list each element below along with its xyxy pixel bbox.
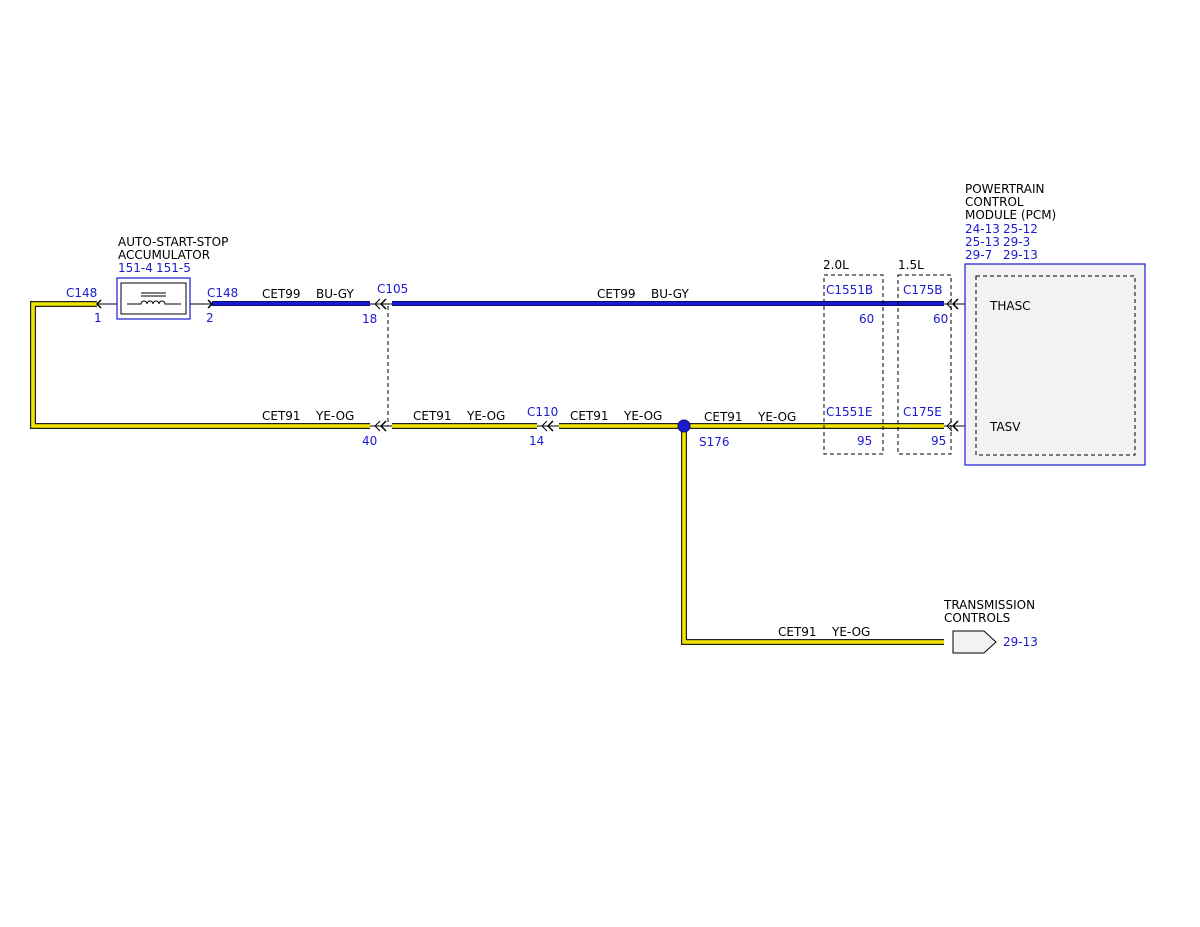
connector-c1551e: C1551E <box>826 405 873 419</box>
splice-s176-label: S176 <box>699 435 730 449</box>
wire-label-cet91-4: CET91 <box>704 410 743 424</box>
pcm-box <box>964 263 1146 466</box>
variant-label-2-0l: 2.0L <box>823 258 849 272</box>
wire-label-cet91-1: CET91 <box>262 409 301 423</box>
pin-c1551e-95: 95 <box>857 434 872 448</box>
variant-box-1-5l <box>897 274 952 455</box>
accumulator-ref-1[interactable]: 151-4 <box>118 261 153 275</box>
pin-c1551b-60: 60 <box>859 312 874 326</box>
pcm-ref-29-3[interactable]: 29-3 <box>1003 235 1030 249</box>
variant-box-2-0l <box>823 274 884 455</box>
pin-c110-14: 14 <box>529 434 544 448</box>
transmission-ref-29-13[interactable]: 29-13 <box>1003 635 1038 649</box>
transmission-controls-connector-icon <box>952 630 997 654</box>
connector-c110: C110 <box>527 405 558 419</box>
pin-c148-2: 2 <box>206 311 214 325</box>
connector-c105-symbol <box>370 298 392 432</box>
pcm-pin-tasv: TASV <box>989 420 1021 434</box>
pin-c175b-60: 60 <box>933 312 948 326</box>
wire-label-cet91-2: CET91 <box>413 409 452 423</box>
splice-s176-dot <box>677 419 691 433</box>
wire-color-cet91-3: YE-OG <box>623 409 662 423</box>
pin-c175e-95: 95 <box>931 434 946 448</box>
connector-c175b: C175B <box>903 283 943 297</box>
wire-label-cet99-2: CET99 <box>597 287 636 301</box>
wire-color-cet99-1: BU-GY <box>316 287 354 301</box>
pcm-ref-29-13[interactable]: 29-13 <box>1003 248 1038 262</box>
accumulator-name-line1: AUTO-START-STOP <box>118 235 228 249</box>
transmission-name-line1: TRANSMISSION <box>943 598 1035 612</box>
pcm-name-line2: CONTROL <box>965 195 1024 209</box>
connector-c148-left: C148 <box>66 286 97 300</box>
pin-c148-1: 1 <box>94 311 102 325</box>
pcm-name-line1: POWERTRAIN <box>965 182 1045 196</box>
pcm-ref-24-13[interactable]: 24-13 <box>965 222 1000 236</box>
wire-color-cet99-2: BU-GY <box>651 287 689 301</box>
wire-label-cet91-5: CET91 <box>778 625 817 639</box>
pcm-pin-thasc: THASC <box>989 299 1031 313</box>
wire-cet99 <box>212 301 944 306</box>
accumulator-name-line2: ACCUMULATOR <box>118 248 210 262</box>
pcm-ref-25-13[interactable]: 25-13 <box>965 235 1000 249</box>
transmission-name-line2: CONTROLS <box>944 611 1010 625</box>
connector-c148-right: C148 <box>207 286 238 300</box>
pcm-ref-29-7[interactable]: 29-7 <box>965 248 992 262</box>
connector-c1551b: C1551B <box>826 283 873 297</box>
pin-c105-18: 18 <box>362 312 377 326</box>
pcm-pin-arrows <box>944 298 976 432</box>
wire-color-cet91-2: YE-OG <box>466 409 505 423</box>
connector-c175e: C175E <box>903 405 942 419</box>
pcm-inner-box <box>975 275 1136 456</box>
connector-c110-symbol <box>537 420 559 432</box>
wire-color-cet91-4: YE-OG <box>757 410 796 424</box>
inductor-icon <box>127 292 181 305</box>
connector-c105: C105 <box>377 282 408 296</box>
variant-label-1-5l: 1.5L <box>898 258 924 272</box>
accumulator-component <box>95 277 214 320</box>
wire-label-cet99-1: CET99 <box>262 287 301 301</box>
accumulator-ref-2[interactable]: 151-5 <box>156 261 191 275</box>
wire-color-cet91-1: YE-OG <box>315 409 354 423</box>
pcm-ref-25-12[interactable]: 25-12 <box>1003 222 1038 236</box>
pin-c105-40: 40 <box>362 434 377 448</box>
wire-color-cet91-5: YE-OG <box>831 625 870 639</box>
wire-label-cet91-3: CET91 <box>570 409 609 423</box>
pcm-name-line3: MODULE (PCM) <box>965 208 1056 222</box>
wire-cet91 <box>30 301 944 645</box>
